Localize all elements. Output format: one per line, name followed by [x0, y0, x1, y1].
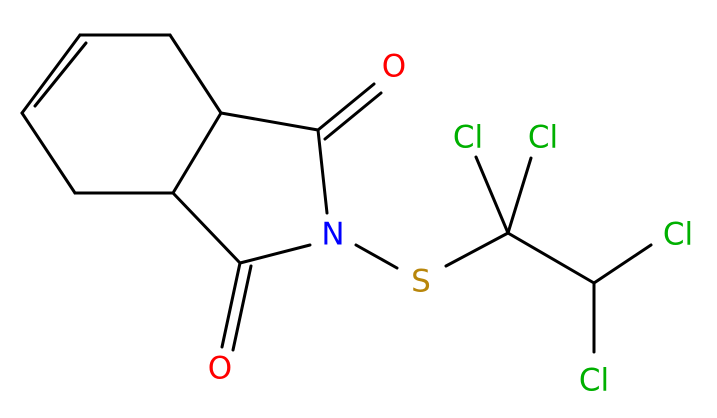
chlorine-atom-3: Cl	[663, 217, 693, 253]
bond-carbonyl-bottom-a	[220, 261, 242, 349]
bond-sulfur-carbon	[444, 231, 510, 268]
chlorine-atom-4: Cl	[579, 363, 609, 399]
bond-carbonyl-top-a	[316, 82, 376, 132]
bond-carbonyl-carbon-to-nitrogen-top	[316, 128, 329, 215]
sulfur-atom: S	[411, 264, 431, 300]
bond-ring-double-inner	[33, 41, 88, 108]
bond-carbon-chlorine-3	[592, 243, 653, 285]
bond-ring-fusion	[171, 111, 223, 195]
bond-carbon-chlorine-2	[506, 156, 533, 235]
bond-ring-bottom-left	[20, 111, 77, 195]
bond-carbon-carbon-chlorinated	[506, 231, 596, 285]
oxygen-atom-bottom: O	[208, 351, 232, 387]
chlorine-atom-1: Cl	[453, 120, 483, 156]
bond-carbonyl-carbon-to-nitrogen-bottom	[238, 243, 312, 265]
bond-imide-bottom	[171, 191, 242, 265]
bond-nitrogen-sulfur	[354, 243, 399, 270]
chlorine-atom-2: Cl	[528, 120, 558, 156]
bond-carbonyl-top-b	[323, 91, 383, 141]
bond-ring-left-upper	[20, 33, 82, 115]
bond-carbon-chlorine-1	[474, 155, 510, 235]
nitrogen-atom: N	[321, 217, 344, 253]
bond-ring-top-right	[168, 33, 223, 115]
bond-carbonyl-bottom-b	[231, 264, 253, 352]
bond-imide-top	[219, 111, 320, 132]
oxygen-atom-top: O	[382, 49, 406, 85]
